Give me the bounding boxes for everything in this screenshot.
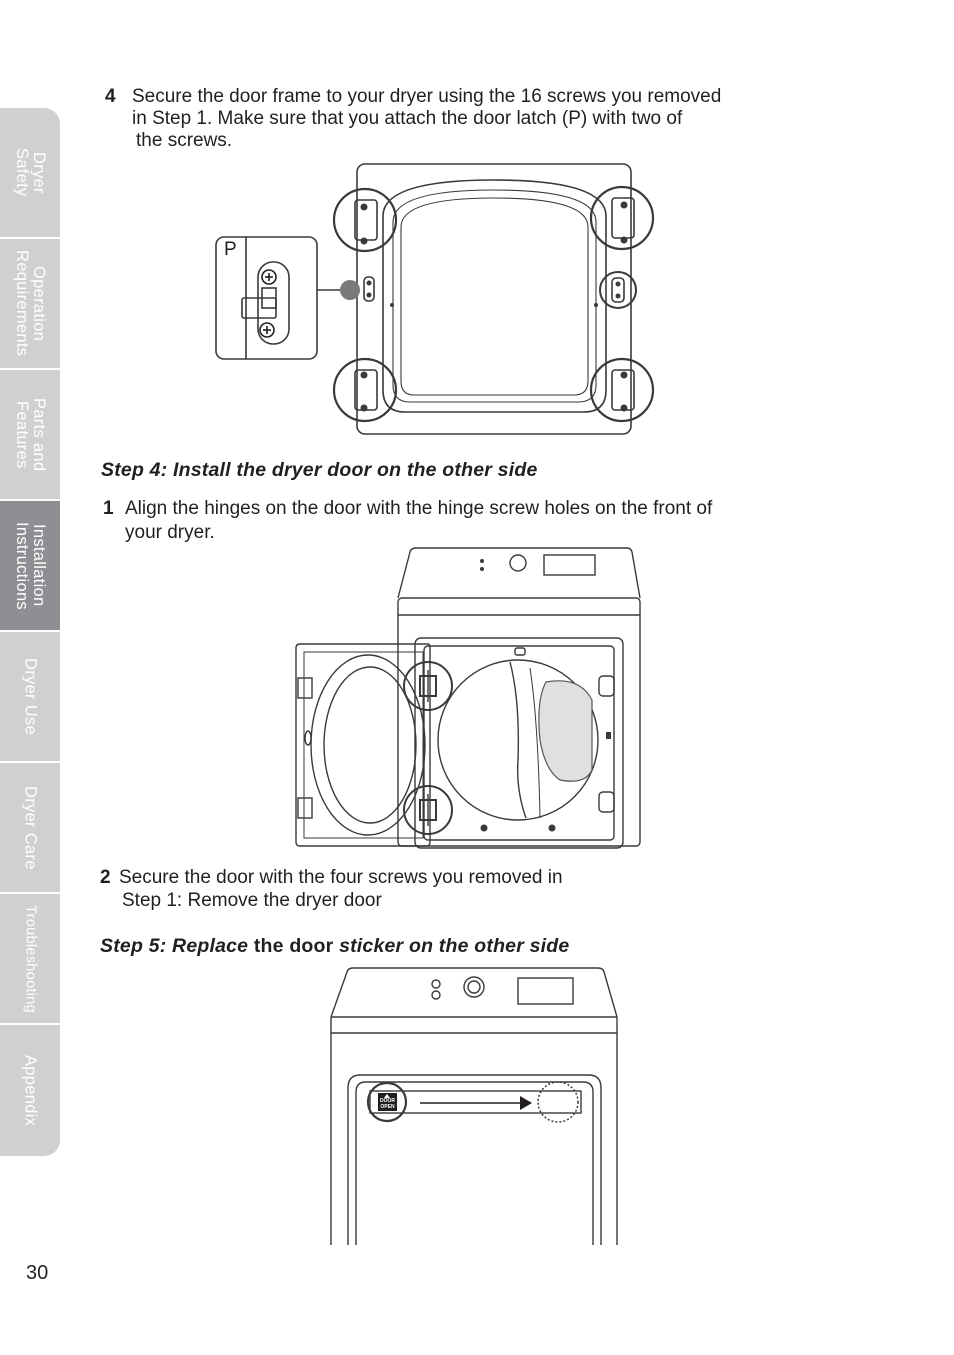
door-open-sticker-text: DOOR OPEN (377, 1098, 398, 1110)
item-line: in Step 1. Make sure that you attach the… (132, 108, 683, 129)
tab-appendix[interactable]: Appendix (0, 1025, 60, 1156)
item-number: 2 (100, 867, 111, 888)
tab-dryer-care[interactable]: Dryer Care (0, 763, 60, 894)
tab-label: Appendix (21, 1054, 40, 1127)
tab-label: Dryer Use (21, 658, 40, 735)
item-line: Secure the door with the four screws you… (119, 867, 563, 888)
tab-installation-instructions[interactable]: Installation Instructions (0, 501, 60, 632)
item-line: Step 1: Remove the dryer door (122, 890, 382, 911)
tab-label: Installation Instructions (13, 521, 48, 610)
tab-dryer-safety[interactable]: Dryer Safety (0, 108, 60, 239)
tab-label: Operation Requirements (13, 250, 48, 357)
item-number: 1 (103, 498, 114, 519)
section-tabs: Dryer Safety Operation Requirements Part… (0, 108, 60, 1156)
tab-label: Dryer Care (21, 785, 40, 870)
heading-part: Step 5: Replace (100, 935, 249, 957)
step-5-heading: Step 5: Replace the door sticker on the … (100, 935, 569, 958)
item-line: your dryer. (125, 522, 215, 543)
sticker-line: OPEN (380, 1104, 395, 1110)
tab-operation-requirements[interactable]: Operation Requirements (0, 239, 60, 370)
tab-dryer-use[interactable]: Dryer Use (0, 632, 60, 763)
latch-label: P (224, 239, 237, 260)
tab-label: Parts and Features (13, 397, 48, 472)
tab-label: Dryer Safety (13, 148, 48, 197)
tab-parts-and-features[interactable]: Parts and Features (0, 370, 60, 501)
tab-troubleshooting[interactable]: Troubleshooting (0, 894, 60, 1025)
item-line: the screws. (136, 130, 233, 151)
page-number: 30 (26, 1262, 49, 1284)
tab-label: Troubleshooting (22, 904, 39, 1013)
item-number: 4 (105, 86, 116, 107)
item-line: Secure the door frame to your dryer usin… (132, 86, 722, 107)
item-line: Align the hinges on the door with the hi… (125, 498, 713, 519)
sticker-line: DOOR (380, 1098, 395, 1104)
heading-part: sticker on the other side (339, 935, 570, 957)
heading-part: the door (248, 935, 340, 957)
step-4-heading: Step 4: Install the dryer door on the ot… (101, 459, 538, 481)
